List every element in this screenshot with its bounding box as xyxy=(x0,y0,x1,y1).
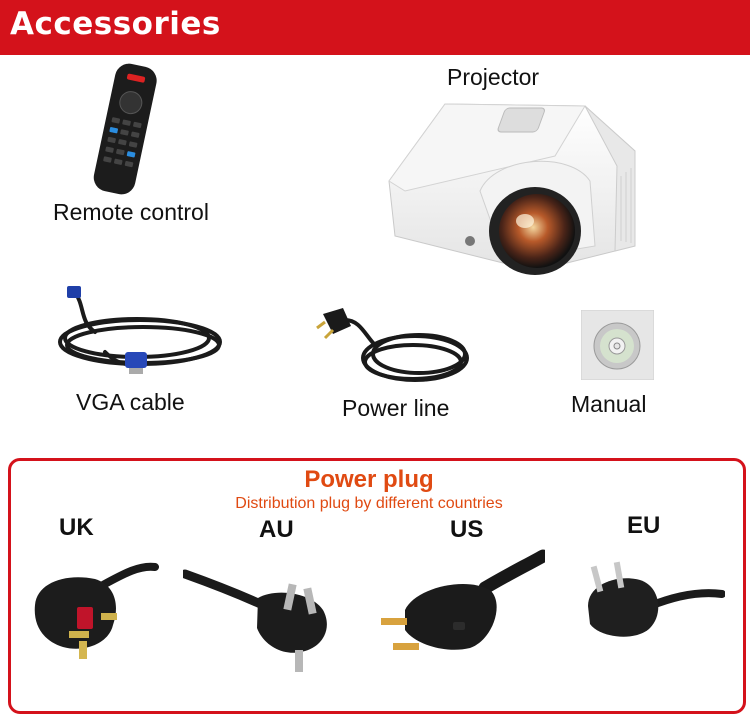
projector-image xyxy=(388,103,636,275)
vga-cable-image xyxy=(58,286,222,374)
manual-cd-image xyxy=(581,310,654,380)
manual-label: Manual xyxy=(571,391,647,417)
uk-plug-image xyxy=(34,562,159,659)
vga-cable-label: VGA cable xyxy=(76,389,185,415)
remote-control-label: Remote control xyxy=(53,199,209,225)
power-plug-title: Power plug xyxy=(304,466,434,493)
eu-plug-image xyxy=(588,561,725,637)
header-bar: Accessories xyxy=(0,0,750,55)
page-title: Accessories xyxy=(10,6,221,42)
remote-control-image xyxy=(93,63,157,195)
au-plug-image xyxy=(183,569,327,672)
us-plug-image xyxy=(381,549,545,650)
plug-label-eu: EU xyxy=(627,512,661,539)
power-plug-subtitle: Distribution plug by different countries xyxy=(235,495,503,512)
power-line-image xyxy=(316,308,469,382)
plug-label-au: AU xyxy=(259,516,294,543)
plug-label-us: US xyxy=(450,516,484,543)
projector-label: Projector xyxy=(447,64,540,90)
plug-label-uk: UK xyxy=(59,514,94,541)
power-line-label: Power line xyxy=(342,395,450,421)
